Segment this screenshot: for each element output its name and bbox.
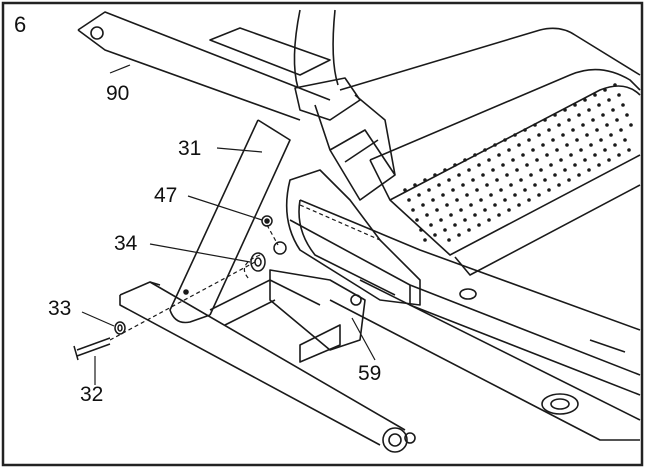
- part-label-59: 59: [358, 362, 382, 385]
- assembly-lines: [109, 204, 381, 341]
- step-number: 6: [14, 12, 27, 37]
- part-label-31: 31: [178, 137, 202, 160]
- part-label-34: 34: [114, 232, 138, 255]
- pedal-tread-dots: [403, 83, 633, 242]
- crank-cover: [269, 169, 421, 351]
- part-31-tube: [169, 119, 291, 324]
- hardware: [73, 215, 287, 361]
- part-label-32: 32: [80, 383, 104, 406]
- frame-rail: [289, 199, 641, 441]
- part-label-47: 47: [154, 184, 178, 207]
- handle-post: [293, 9, 396, 201]
- leader-lines: [81, 64, 376, 385]
- base-crossbar: [119, 279, 416, 453]
- pedal: [339, 27, 641, 276]
- upper-arm: [77, 11, 331, 121]
- part-label-33: 33: [48, 297, 72, 320]
- part-label-90: 90: [106, 82, 130, 105]
